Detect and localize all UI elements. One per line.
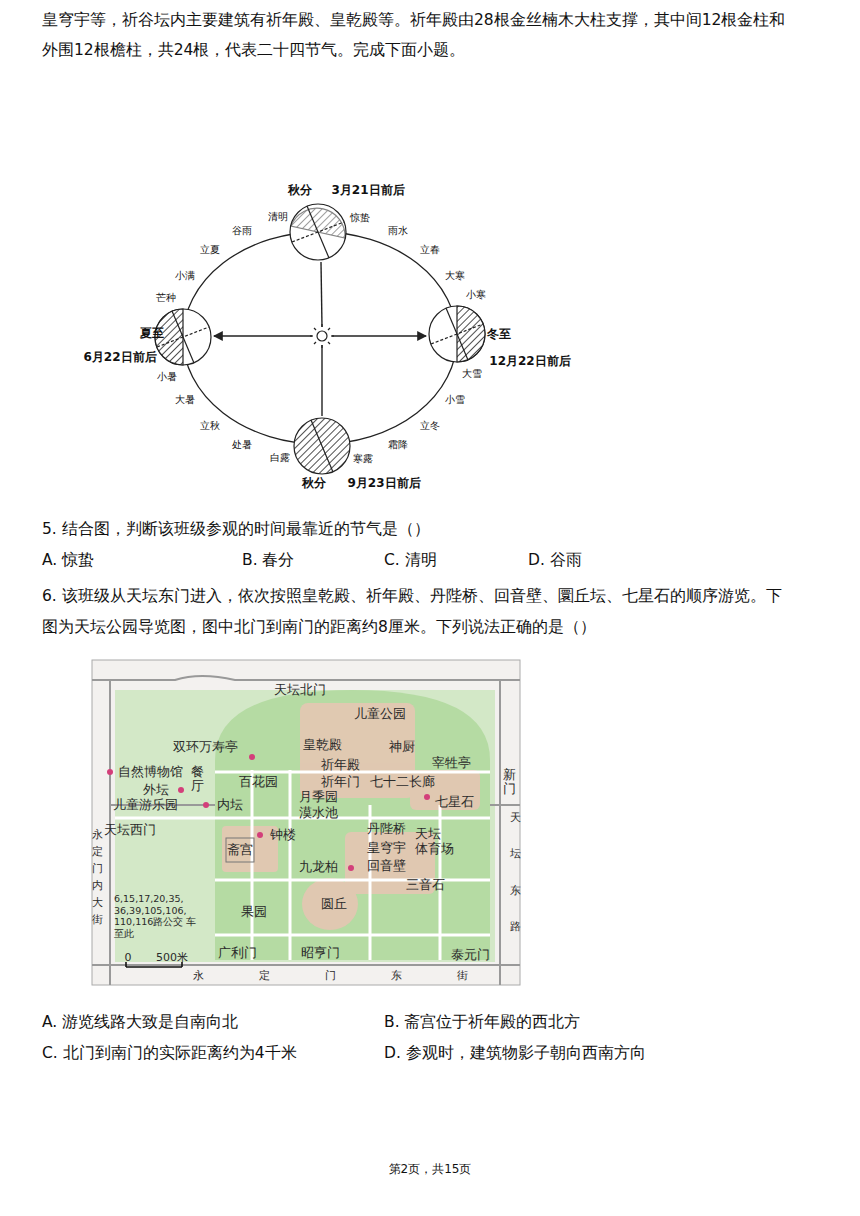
date-label: 6月22日前后 [83,351,156,365]
map-label: 双环万寿亭 [173,740,238,754]
solar-term-label: 小满 [175,270,195,282]
street-name: 永定门内大街 [92,826,103,928]
solar-term-label: 立冬 [420,420,440,432]
map-label: 儿童游乐园 [113,798,178,812]
solar-term-label: 芒种 [156,292,176,304]
street-name: 永定门东街 [138,970,523,983]
answer-option: B. 斋宫位于祈年殿的西北方 [384,1007,581,1037]
season-label: 冬至 [487,328,511,342]
answer-option: C. 清明 [384,545,437,575]
map-label: 祈年殿 [321,758,360,772]
map-label: 钟楼 [270,828,296,842]
map-label: 皇乾殿 [303,738,342,752]
solar-term-label: 立秋 [200,420,220,432]
solar-term-label: 小暑 [157,371,177,383]
map-label: 自然博物馆 [118,765,183,779]
map-label: 七星石 [435,795,474,809]
map-label: 内坛 [217,798,243,812]
solar-term-label: 立夏 [200,245,220,257]
bus-note: 6,15,17,20,35, 36,39,105,106, 110,116路公交… [114,893,204,939]
map-label: 餐厅 [191,765,204,793]
map-label: 天坛 体育场 [415,826,457,856]
map-label: 三音石 [406,878,445,892]
street-name: 天坛东路 [510,800,521,945]
solar-term-label: 惊蛰 [350,212,370,224]
sun-symbol [310,324,334,348]
map-label: 天坛北门 [274,683,326,697]
answer-option: C. 北门到南门的实际距离约为4千米 [42,1038,297,1068]
earth-globe [155,204,485,474]
solar-term-label: 清明 [268,212,288,224]
answer-option: B. 春分 [242,545,295,575]
map-label: 圆丘 [321,897,347,911]
map-label: 泰元门 [451,948,490,962]
solar-term-label: 小寒 [466,290,486,302]
map-label: 漠水池 [299,806,338,820]
solar-term-label: 白露 [270,452,290,464]
map-label: 祈年门 [321,775,360,789]
map-label: 宰牲亭 [432,756,471,770]
map-label: 广利门 [218,946,257,960]
map-label: 昭亨门 [301,946,340,960]
map-label: 百花园 [239,775,278,789]
date-label: 9月23日前后 [347,477,420,491]
map-label: 儿童公园 [354,707,406,721]
season-label: 秋分 [288,184,312,198]
passage-text: 皇穹宇等，祈谷坛内主要建筑有祈年殿、皇乾殿等。祈年殿由28根金丝楠木大柱支撑，其… [42,5,790,65]
map-label: 九龙柏 [299,860,338,874]
solar-term-label: 立春 [420,245,440,257]
map-label: 丹陛桥 [367,822,406,836]
scale-label: 500米 [156,952,188,965]
solar-term-label: 谷雨 [232,225,252,237]
answer-option: D. 谷雨 [528,545,582,575]
map-label: 皇穹宇 [367,841,406,855]
map-label: 回音壁 [367,859,406,873]
solar-term-label: 大寒 [445,270,465,282]
date-label: 3月21日前后 [331,184,404,198]
map-label: 新门 [503,768,516,796]
season-label: 夏至 [140,327,164,341]
question-stem: 6. 该班级从天坛东门进入，依次按照皇乾殿、祈年殿、丹陛桥、回音壁、圜丘坛、七星… [42,581,790,643]
map-label: 月季园 [299,790,338,804]
park-map [92,660,520,985]
solar-term-label: 寒露 [353,453,373,465]
orbit-diagram [155,204,485,474]
solar-term-label: 霜降 [388,440,408,452]
map-label: 果园 [241,905,267,919]
solar-term-label: 大雪 [462,368,482,380]
season-label: 秋分 [302,477,326,491]
solar-term-label: 小雪 [445,394,465,406]
map-label: 外坛 [143,783,169,797]
solar-term-label: 大暑 [175,394,195,406]
scale-label: 0 [125,952,132,965]
date-label: 12月22日前后 [489,355,570,369]
solar-term-label: 雨水 [388,225,408,237]
answer-option: A. 惊蛰 [42,545,94,575]
question-stem: 5. 结合图，判断该班级参观的时间最靠近的节气是（） [42,514,790,544]
map-label: 七十二长廊 [370,775,435,789]
map-label: 天坛西门 [104,823,156,837]
solar-term-label: 处暑 [232,440,252,452]
answer-option: D. 参观时，建筑物影子朝向西南方向 [384,1038,646,1068]
map-label: 斋宫 [227,843,253,857]
map-label: 神厨 [389,740,415,754]
answer-option: A. 游览线路大致是自南向北 [42,1007,238,1037]
page-footer: 第2页，共15页 [389,1163,472,1177]
